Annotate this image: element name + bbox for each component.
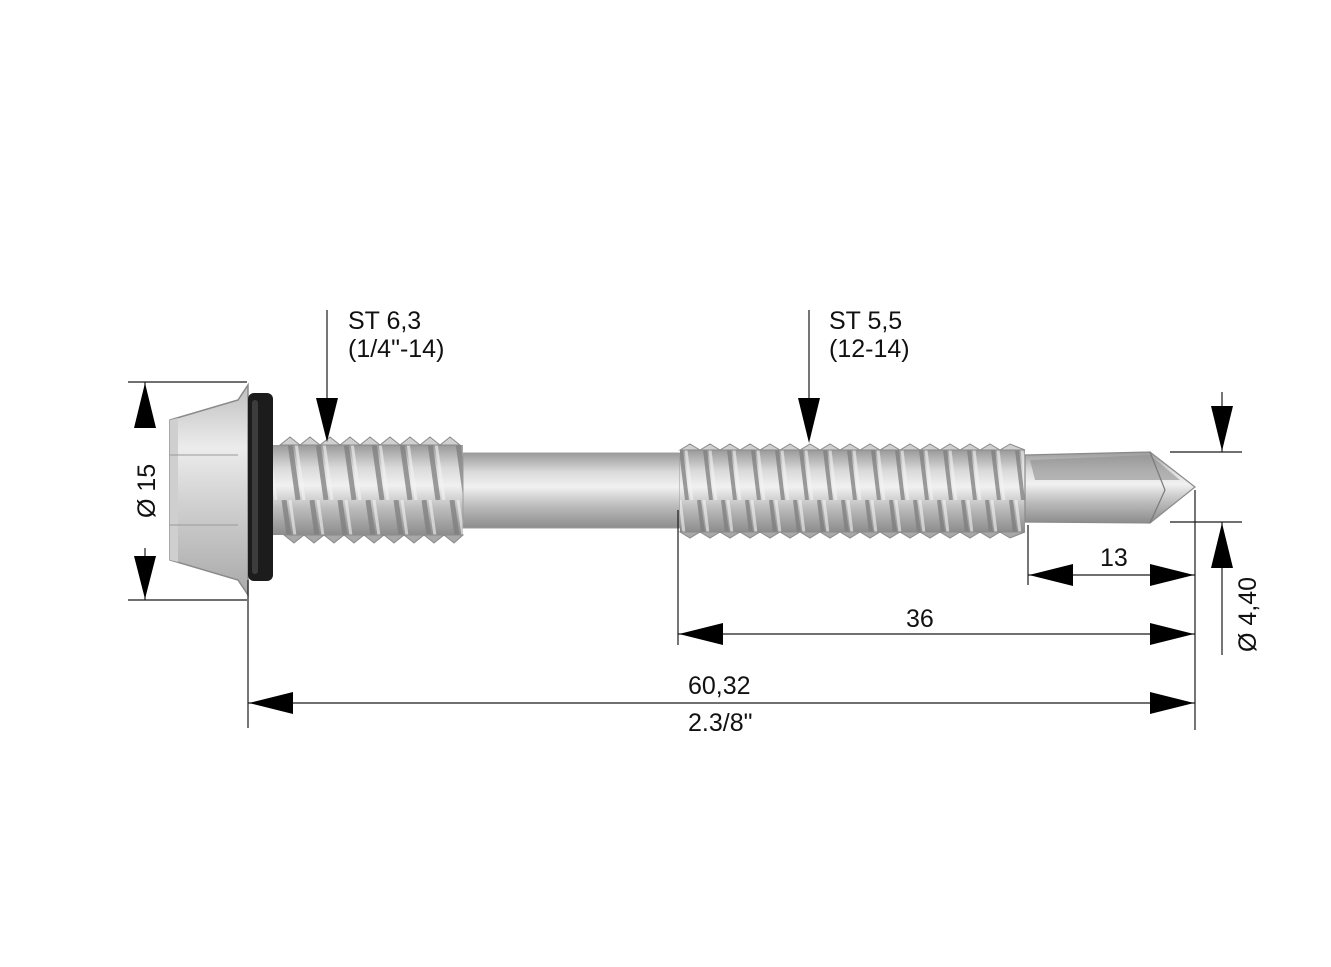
thread-length-dimension bbox=[678, 623, 1195, 645]
arrow-up bbox=[1211, 523, 1233, 568]
thread-head-leader bbox=[316, 310, 338, 442]
shank-diameter-label: Ø 4,40 bbox=[1234, 577, 1262, 652]
hex-head-face bbox=[170, 418, 178, 562]
shank-diameter-dimension bbox=[1170, 392, 1242, 655]
head-diameter-dimension bbox=[128, 381, 247, 601]
washer bbox=[248, 393, 273, 581]
thread-main-leader bbox=[798, 310, 820, 443]
thread-head-label-2: (1/4"-14) bbox=[348, 335, 444, 363]
arrow-down bbox=[134, 556, 156, 599]
thread-main-label-2: (12-14) bbox=[829, 335, 910, 363]
thread-head-label-1: ST 6,3 bbox=[348, 307, 421, 335]
head-diameter-label: Ø 15 bbox=[133, 464, 161, 518]
thread-length-label: 36 bbox=[906, 605, 934, 633]
thread-main-label-1: ST 5,5 bbox=[829, 307, 902, 335]
drill-length-dimension bbox=[1028, 564, 1195, 586]
total-length-in-label: 2.3/8" bbox=[688, 709, 752, 737]
arrow-up bbox=[134, 383, 156, 428]
shank bbox=[462, 452, 681, 529]
total-length-dimension bbox=[248, 692, 1195, 714]
hex-head bbox=[169, 382, 249, 598]
total-length-mm-label: 60,32 bbox=[688, 672, 751, 700]
arrow-down bbox=[1211, 406, 1233, 451]
screw-body bbox=[169, 382, 1196, 598]
drill-length-label: 13 bbox=[1100, 544, 1128, 572]
